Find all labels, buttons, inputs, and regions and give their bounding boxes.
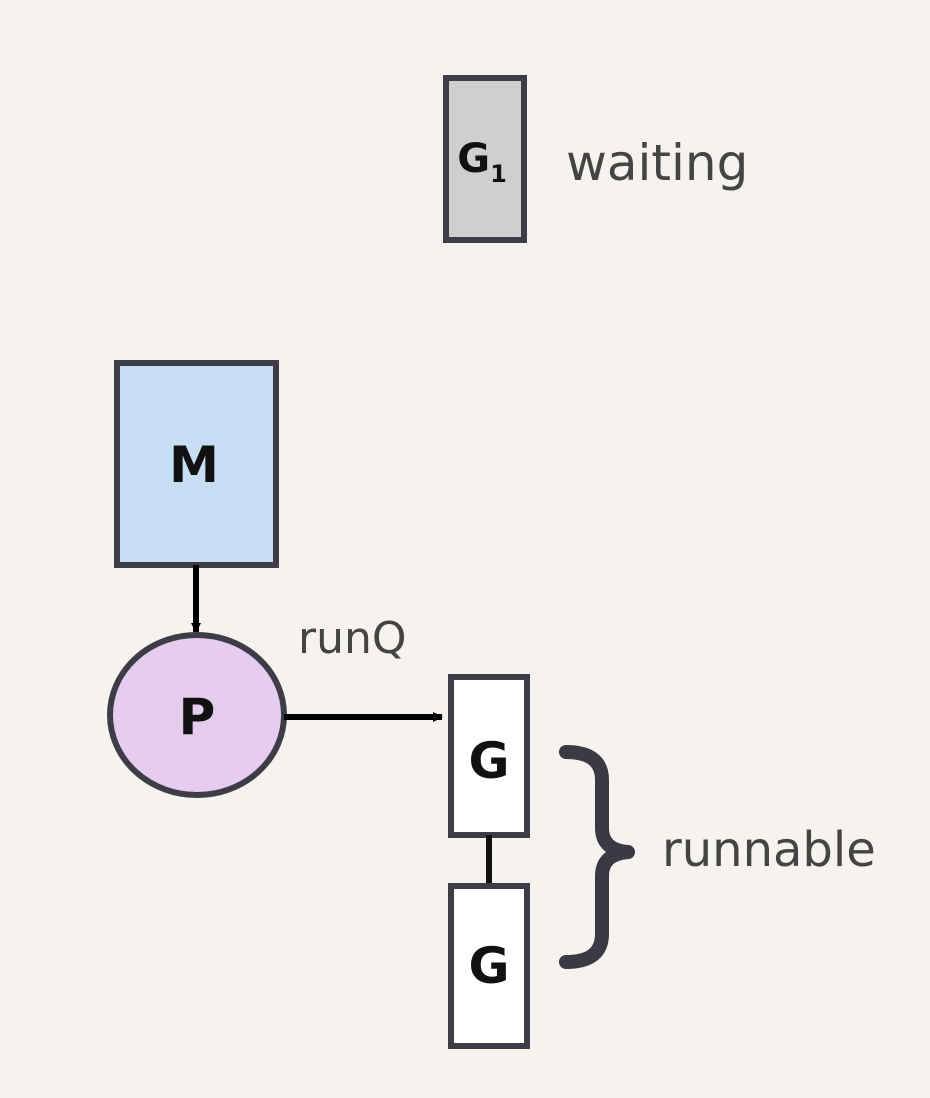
waiting-goroutine: G1: [443, 75, 527, 243]
machine-box: [114, 360, 279, 568]
waiting-goroutine-subscript: 1: [490, 160, 507, 188]
runnable-state-label: runnable: [662, 822, 876, 878]
waiting-goroutine-label: G: [457, 136, 490, 182]
machine-label: M: [169, 436, 219, 494]
runnable-goroutine-label: G: [468, 937, 509, 995]
runnable-brace: [559, 745, 635, 969]
processor-node: P: [107, 632, 287, 798]
runnable-goroutine-label: G: [468, 732, 509, 790]
run-queue-label: runQ: [298, 613, 407, 664]
machine-node: M: [114, 360, 279, 568]
processor-label: P: [179, 688, 216, 746]
waiting-state-label: waiting: [566, 134, 748, 192]
runnable-goroutine-box: [448, 674, 530, 838]
svg-text:G1: G1: [457, 136, 507, 188]
runnable-queue: G G: [448, 674, 530, 1049]
waiting-goroutine-box: [443, 75, 527, 243]
runnable-goroutine-box: [448, 883, 530, 1049]
